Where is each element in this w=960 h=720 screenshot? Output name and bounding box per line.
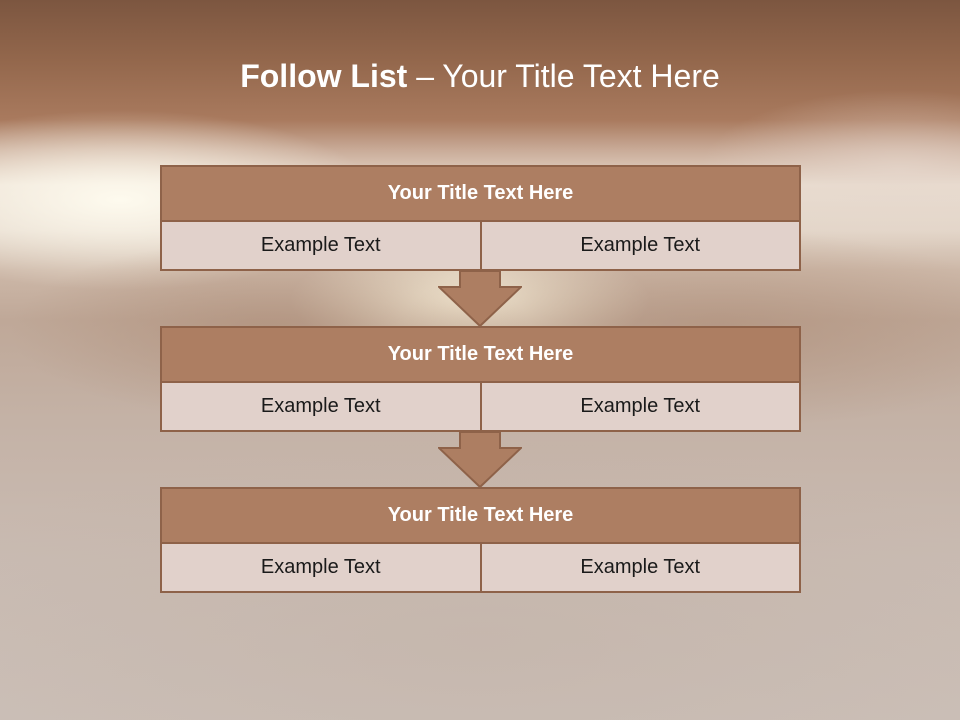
step-cell: Example Text xyxy=(260,556,381,578)
step-cell: Example Text xyxy=(479,383,800,430)
step-header: Your Title Text Here xyxy=(160,487,801,544)
step-box-2: Your Title Text Here Example Text Exampl… xyxy=(160,326,801,432)
step-box-3: Your Title Text Here Example Text Exampl… xyxy=(160,487,801,593)
step-header: Your Title Text Here xyxy=(160,165,801,222)
step-box-1: Your Title Text Here Example Text Exampl… xyxy=(160,165,801,271)
step-row: Example Text Example Text xyxy=(160,383,801,432)
down-arrow-icon xyxy=(438,432,522,488)
step-cell: Example Text xyxy=(479,544,800,591)
step-row: Example Text Example Text xyxy=(160,544,801,593)
step-header: Your Title Text Here xyxy=(160,326,801,383)
slide-title-rest: – Your Title Text Here xyxy=(407,58,720,94)
down-arrow-icon xyxy=(438,271,522,327)
step-row: Example Text Example Text xyxy=(160,222,801,271)
step-cell: Example Text xyxy=(260,395,381,417)
step-cell: Example Text xyxy=(260,234,381,256)
slide-title: Follow List – Your Title Text Here xyxy=(0,52,960,100)
slide-title-bold: Follow List xyxy=(240,58,408,94)
step-cell: Example Text xyxy=(479,222,800,269)
